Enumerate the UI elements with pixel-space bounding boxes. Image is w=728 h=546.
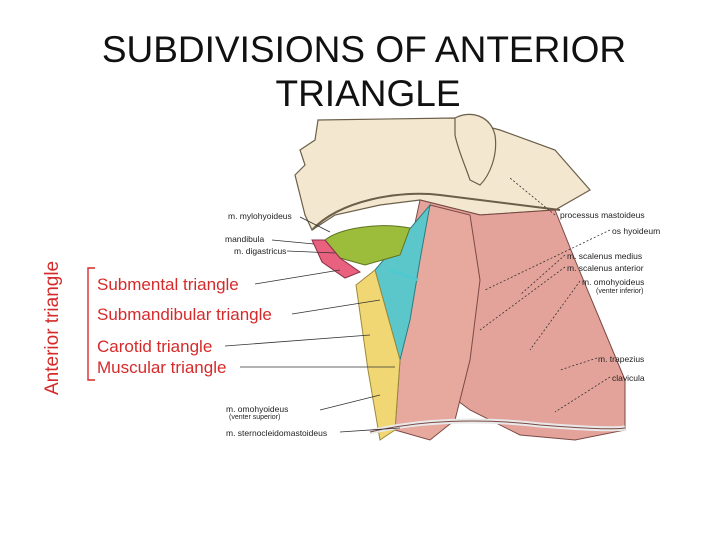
label-processus-mastoideus: processus mastoideus (560, 210, 645, 220)
label-omohyoideus-superior: m. omohyoideus (226, 404, 289, 414)
label-scalenus-medius: m. scalenus medius (567, 251, 643, 261)
title-line-1: SUBDIVISIONS OF ANTERIOR (101, 29, 627, 70)
mandible-outline (311, 192, 561, 231)
label-mandibula: mandibula (225, 234, 265, 244)
leader-lines-left (224, 216, 401, 433)
anterior-triangle-bracket (87, 267, 95, 381)
label-digastricus: m. digastricus (234, 246, 287, 256)
submandibular-triangle-region (324, 225, 411, 266)
ear-shape (454, 113, 497, 186)
leader-lines-right (479, 177, 611, 413)
label-os-hyoideum: os hyoideum (612, 226, 661, 236)
label-trapezius: m. trapezius (598, 354, 645, 364)
submandibular-triangle-label: Submandibular triangle (97, 305, 272, 324)
label-clavicula: clavicula (612, 373, 645, 383)
anterior-triangle-group-label: Anterior triangle (42, 260, 63, 395)
label-venter-inferior: (venter inferior) (596, 288, 644, 295)
muscular-triangle-region (355, 269, 401, 441)
label-sternocleidomastoideus: m. sternocleidomastoideus (226, 428, 328, 438)
carotid-triangle-label: Carotid triangle (97, 337, 213, 356)
submental-triangle-region (311, 239, 362, 279)
page-title: SUBDIVISIONS OF ANTERIOR TRIANGLE (0, 28, 728, 116)
label-scalenus-anterior: m. scalenus anterior (567, 263, 644, 273)
label-mylohyoideus: m. mylohyoideus (228, 211, 292, 221)
clavicle-outline (369, 420, 626, 433)
face-skin (294, 117, 591, 231)
label-omohyoideus-inferior: m. omohyoideus (582, 277, 645, 287)
muscular-triangle-label: Muscular triangle (97, 358, 227, 377)
submental-triangle-label: Submental triangle (97, 275, 239, 294)
title-line-2: TRIANGLE (275, 73, 461, 114)
hyoid-bone (389, 268, 419, 282)
label-venter-superior: (venter superior) (229, 414, 281, 421)
